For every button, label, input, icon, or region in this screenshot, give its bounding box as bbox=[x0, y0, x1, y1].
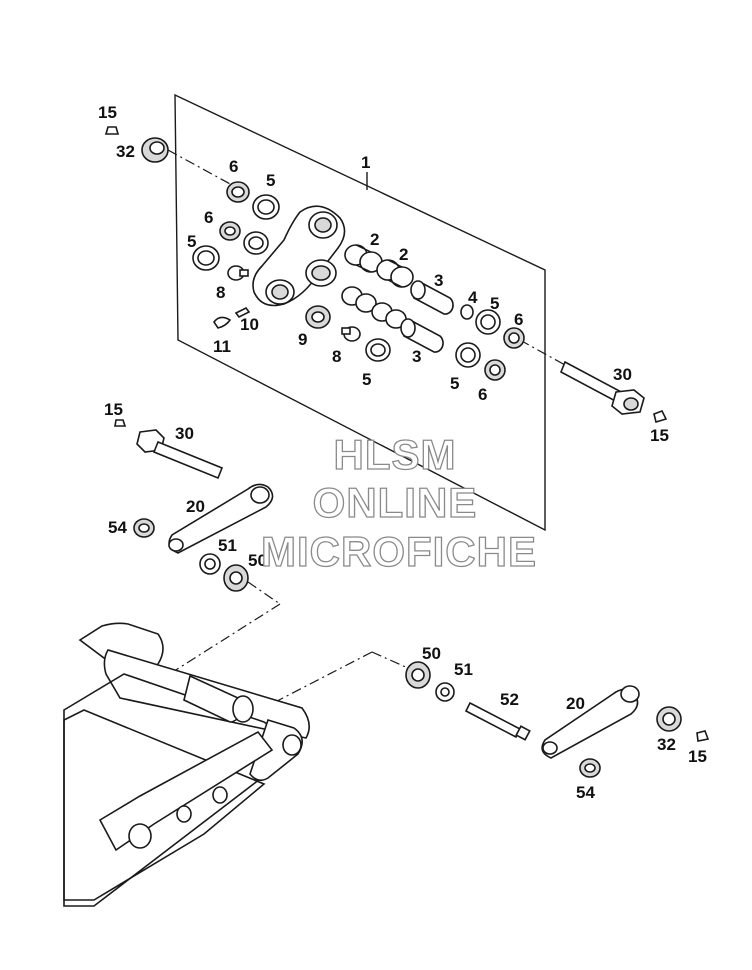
callout-6: 6 bbox=[229, 157, 238, 176]
callout-10: 10 bbox=[240, 315, 259, 334]
assembly-line-lower-left bbox=[247, 581, 281, 605]
nut-54-left bbox=[133, 518, 155, 538]
callout-5: 5 bbox=[490, 294, 499, 313]
callout-1: 1 bbox=[361, 153, 370, 172]
callout-3: 3 bbox=[412, 347, 421, 366]
seal-6-mid bbox=[219, 221, 241, 241]
callout-8: 8 bbox=[216, 283, 225, 302]
washer-51-right bbox=[435, 682, 455, 702]
bearing-5-upper bbox=[252, 194, 280, 220]
callout-2: 2 bbox=[399, 245, 408, 264]
callout-5: 5 bbox=[266, 171, 275, 190]
callout-51: 51 bbox=[218, 536, 237, 555]
callout-2: 2 bbox=[370, 230, 379, 249]
needle-bearing-2-b bbox=[376, 259, 414, 288]
cap-15-lower bbox=[696, 730, 710, 742]
screw-10 bbox=[234, 306, 251, 319]
assembly-line-lower-right-2 bbox=[371, 651, 409, 669]
watermark-line-1: HLSM bbox=[334, 431, 457, 478]
callout-30: 30 bbox=[175, 424, 194, 443]
callout-15: 15 bbox=[688, 747, 707, 766]
needle-bearing-lower-a bbox=[341, 286, 377, 313]
o-ring-4 bbox=[460, 304, 474, 320]
assembly-line-right bbox=[519, 339, 566, 366]
callout-3: 3 bbox=[434, 271, 443, 290]
watermark-line-2: ONLINE bbox=[313, 479, 478, 526]
rocker-link bbox=[252, 205, 346, 307]
callout-5: 5 bbox=[362, 370, 371, 389]
grease-fitting-8-lower bbox=[341, 326, 361, 342]
callout-6: 6 bbox=[514, 310, 523, 329]
bushing-50-right bbox=[405, 661, 431, 689]
seal-6-upper bbox=[226, 181, 250, 203]
callout-54: 54 bbox=[108, 518, 127, 537]
bearing-5-lower bbox=[365, 338, 391, 362]
seal-6-right-lower bbox=[484, 359, 506, 381]
sleeve-3-lower bbox=[400, 318, 444, 353]
callout-30: 30 bbox=[613, 365, 632, 384]
callout-15: 15 bbox=[104, 400, 123, 419]
clip-11 bbox=[213, 316, 232, 329]
callout-20: 20 bbox=[186, 497, 205, 516]
assembly-line-lower-left-2 bbox=[159, 603, 281, 681]
seal-6-right-upper bbox=[503, 327, 525, 349]
bearing-5-right-lower bbox=[455, 342, 481, 368]
callout-5: 5 bbox=[450, 374, 459, 393]
needle-bearing-lower-b bbox=[371, 302, 407, 329]
callout-9: 9 bbox=[298, 330, 307, 349]
callout-50: 50 bbox=[422, 644, 441, 663]
bearing-5-left bbox=[192, 245, 220, 271]
callout-6: 6 bbox=[204, 208, 213, 227]
callout-6: 6 bbox=[478, 385, 487, 404]
bolt-30-right bbox=[559, 360, 645, 415]
callout-11: 11 bbox=[213, 337, 231, 356]
sleeve-3-upper bbox=[410, 280, 454, 315]
callout-50: 50 bbox=[248, 551, 267, 570]
callout-54: 54 bbox=[576, 783, 595, 802]
pivot-shaft-52 bbox=[464, 701, 531, 741]
callout-32: 32 bbox=[657, 735, 676, 754]
grease-fitting-8-left bbox=[227, 265, 249, 281]
nut-54-right bbox=[579, 758, 601, 778]
washer-51-left bbox=[199, 553, 221, 575]
swingarm bbox=[63, 622, 310, 907]
bearing-5-right-upper bbox=[475, 309, 501, 335]
flange-nut-32-lower bbox=[656, 706, 682, 732]
callout-15: 15 bbox=[98, 103, 117, 122]
cap-15-left bbox=[114, 419, 127, 427]
flange-nut-32-upper bbox=[141, 137, 169, 163]
callout-8: 8 bbox=[332, 347, 341, 366]
bearing-5-mid bbox=[243, 231, 269, 255]
bolt-30-left bbox=[136, 429, 224, 480]
bushing-50-left bbox=[223, 564, 249, 592]
callout-20: 20 bbox=[566, 694, 585, 713]
link-rod-20-left bbox=[168, 483, 274, 554]
link-rod-20-right bbox=[541, 685, 640, 759]
bushing-9 bbox=[305, 305, 331, 329]
callout-51: 51 bbox=[454, 660, 473, 679]
watermark-line-3: MICROFICHE bbox=[261, 528, 537, 575]
cap-15-right bbox=[653, 409, 668, 424]
needle-bearing-2-a bbox=[344, 244, 383, 273]
cap-15-upper bbox=[104, 126, 120, 135]
callout-5: 5 bbox=[187, 232, 196, 251]
linkage-assembly-panel bbox=[174, 93, 546, 532]
callout-15: 15 bbox=[650, 426, 669, 445]
callout-4: 4 bbox=[468, 288, 478, 307]
callout-32: 32 bbox=[116, 142, 135, 161]
assembly-line-upper bbox=[167, 149, 233, 186]
callout-52: 52 bbox=[500, 690, 519, 709]
